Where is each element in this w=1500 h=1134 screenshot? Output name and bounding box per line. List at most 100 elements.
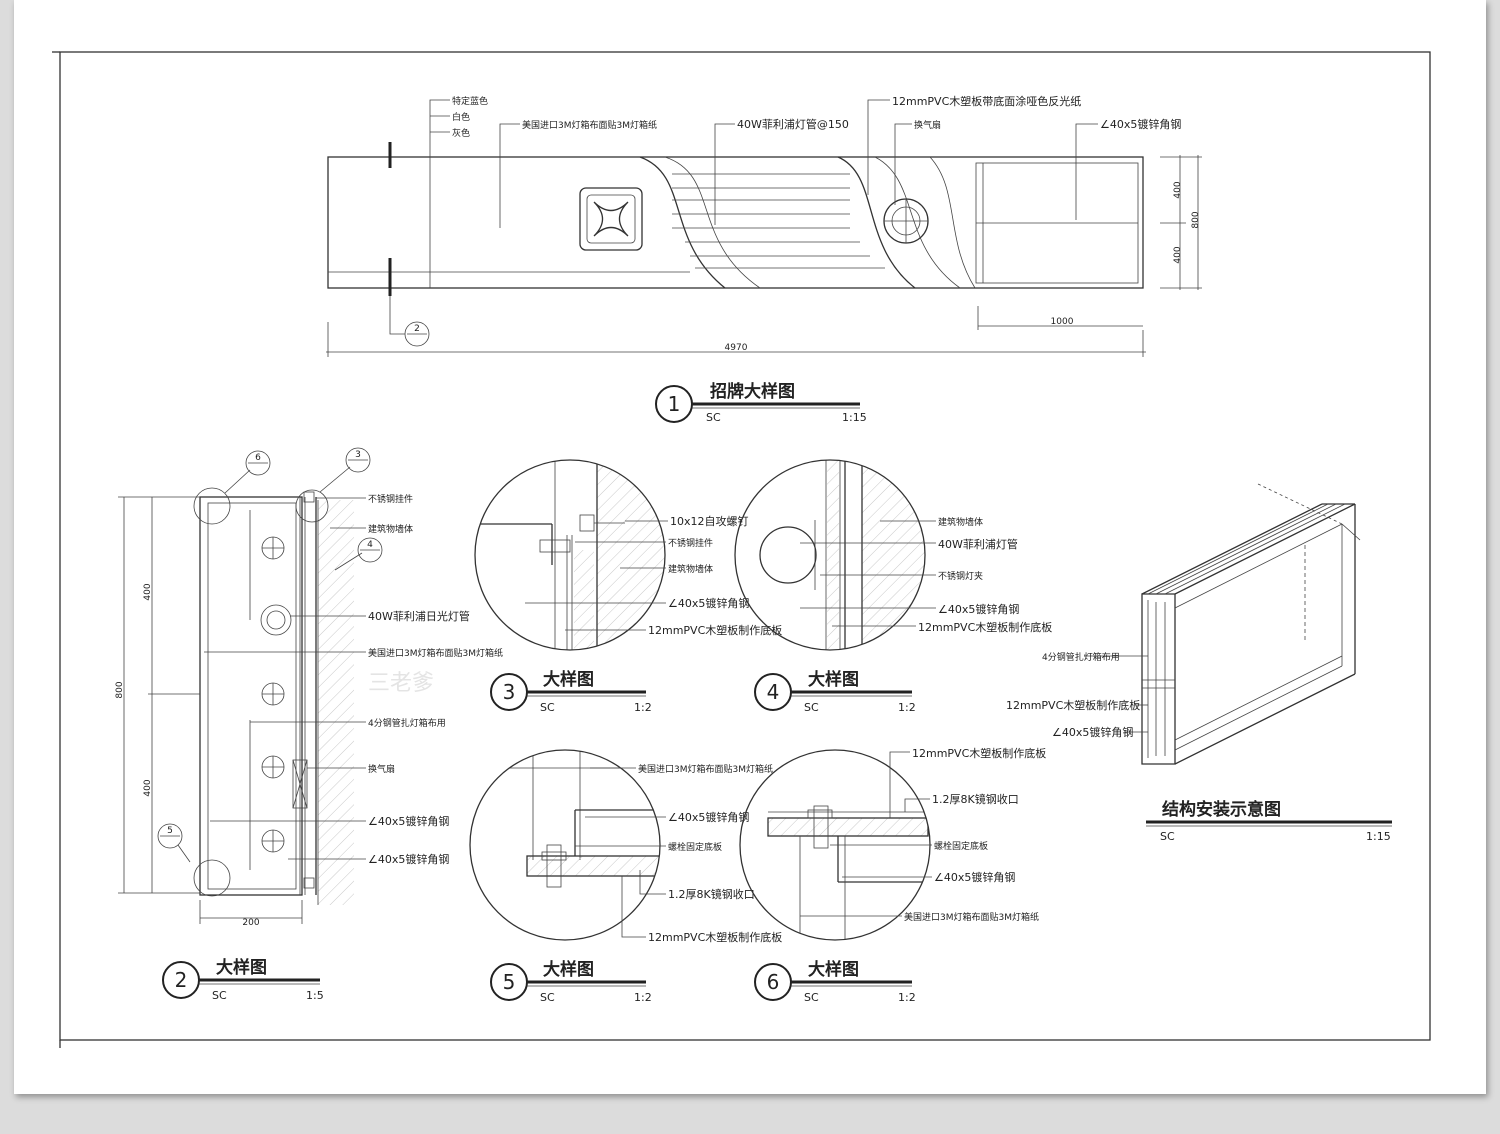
- detail3-number: 3: [503, 680, 516, 704]
- star-emblem: [593, 201, 629, 237]
- structure-title-block: 结构安装示意图 SC 1:15: [1146, 799, 1392, 843]
- detail2-code: SC: [212, 989, 227, 1002]
- detail-circle-6: 12mmPVC木塑板制作底板 1.2厚8K镜钢收口 螺栓固定底板 ∠40x5镀锌…: [739, 746, 1046, 941]
- d5-label-5: 12mmPVC木塑板制作底板: [648, 930, 782, 944]
- label-color1: 特定蓝色: [452, 95, 488, 107]
- d6-label-5: 美国进口3M灯箱布面贴3M灯箱纸: [904, 911, 1039, 923]
- d4-label-5: 12mmPVC木塑板制作底板: [918, 620, 1052, 634]
- dim2-h2: 400: [143, 779, 153, 796]
- callout-5-label: 5: [167, 826, 173, 836]
- detail2-number: 2: [175, 968, 188, 992]
- lamp-tube-circle: [759, 526, 817, 584]
- dim2-w: 200: [242, 918, 259, 928]
- detail5-scale: 1:2: [634, 991, 652, 1004]
- structure-isometric: 4分钢管扎灯箱布用 12mmPVC木塑板制作底板 ∠40x5镀锌角钢: [1006, 483, 1361, 765]
- detail4-scale: 1:2: [898, 701, 916, 714]
- dim2-h1: 400: [143, 583, 153, 600]
- structure-scale: 1:15: [1366, 830, 1391, 843]
- label-vent: 换气扇: [914, 119, 941, 131]
- detail5-number: 5: [503, 970, 516, 994]
- d2-label-2: 建筑物墙体: [368, 523, 413, 535]
- callout-4-label: 4: [367, 540, 373, 550]
- logo-square: [579, 187, 643, 251]
- d3-label-5: 12mmPVC木塑板制作底板: [648, 623, 782, 637]
- dim2-h: 800: [115, 681, 125, 698]
- d3-label-3: 建筑物墙体: [668, 563, 713, 575]
- detail5-title: 大样图: [543, 959, 594, 980]
- d2-label-1: 不锈钢挂件: [368, 493, 413, 505]
- detail3-title: 大样图: [543, 669, 594, 690]
- dim-h: 800: [1191, 211, 1201, 228]
- d4-label-1: 建筑物墙体: [938, 516, 983, 528]
- d5-label-3: 螺栓固定底板: [668, 841, 722, 853]
- d5-label-2: ∠40x5镀锌角钢: [668, 810, 749, 824]
- d3-label-2: 不锈钢挂件: [668, 537, 713, 549]
- cad-drawing: 2 4970 1000 400 400 800 特定蓝色 白色 灰色 美国进口3…: [52, 51, 1431, 1048]
- drawing-frame: [59, 51, 1431, 1041]
- d2-label-6: 换气扇: [368, 763, 395, 775]
- d2-label-4: 美国进口3M灯箱布面贴3M灯箱纸: [368, 647, 503, 659]
- d3-label-1: 10x12自攻螺钉: [670, 514, 749, 528]
- d4-label-4: ∠40x5镀锌角钢: [938, 602, 1019, 616]
- detail6-number: 6: [767, 970, 780, 994]
- drawing-sheet: 2 4970 1000 400 400 800 特定蓝色 白色 灰色 美国进口3…: [14, 0, 1486, 1094]
- detail1-number: 1: [668, 392, 681, 416]
- detail6-scale: 1:2: [898, 991, 916, 1004]
- detail1-title: 招牌大样图: [710, 381, 795, 402]
- label-pvc: 12mmPVC木塑板带底面涂哑色反光纸: [892, 94, 1081, 108]
- detail1-title-block: 1 招牌大样图 SC 1:15: [655, 381, 867, 424]
- struct-label-1: 4分钢管扎灯箱布用: [1042, 651, 1120, 663]
- dim-right: 1000: [1051, 317, 1074, 327]
- detail3-title-block: 3 大样图 SC 1:2: [490, 669, 652, 714]
- detail4-title-block: 4 大样图 SC 1:2: [754, 669, 916, 714]
- struct-label-3: ∠40x5镀锌角钢: [1052, 725, 1133, 739]
- detail6-code: SC: [804, 991, 819, 1004]
- detail5-code: SC: [540, 991, 555, 1004]
- callout-2-label: 2: [414, 324, 420, 334]
- label-lightbox: 美国进口3M灯箱布面贴3M灯箱纸: [522, 119, 657, 131]
- d2-label-3: 40W菲利浦日光灯管: [368, 609, 470, 623]
- dim-h2: 400: [1173, 246, 1183, 263]
- detail-circle-4: 建筑物墙体 40W菲利浦灯管 不锈钢灯夹 ∠40x5镀锌角钢 12mmPVC木塑…: [734, 459, 1052, 651]
- dim-total: 4970: [725, 343, 748, 353]
- detail3-code: SC: [540, 701, 555, 714]
- d4-label-2: 40W菲利浦灯管: [938, 537, 1018, 551]
- detail2-scale: 1:5: [306, 989, 324, 1002]
- signboard-elevation: 2 4970 1000 400 400 800 特定蓝色 白色 灰色 美国进口3…: [326, 94, 1202, 357]
- detail4-title: 大样图: [808, 669, 859, 690]
- d2-label-7: ∠40x5镀锌角钢: [368, 814, 449, 828]
- section-detail-2: 6 3 4 5 400 400 800 200 不锈钢挂件 建筑物墙体 40W菲…: [115, 447, 503, 928]
- d2-label-5: 4分钢管扎灯箱布用: [368, 717, 446, 729]
- d6-label-2: 1.2厚8K镜钢收口: [932, 792, 1019, 806]
- d5-label-1: 美国进口3M灯箱布面贴3M灯箱纸: [638, 763, 773, 775]
- detail3-scale: 1:2: [634, 701, 652, 714]
- detail2-title: 大样图: [216, 957, 267, 978]
- structure-title: 结构安装示意图: [1162, 799, 1281, 820]
- detail6-title: 大样图: [808, 959, 859, 980]
- detail1-code: SC: [706, 411, 721, 424]
- detail4-code: SC: [804, 701, 819, 714]
- detail6-title-block: 6 大样图 SC 1:2: [754, 959, 916, 1004]
- detail4-number: 4: [767, 680, 780, 704]
- callout-6-label: 6: [255, 453, 261, 463]
- detail5-title-block: 5 大样图 SC 1:2: [490, 959, 652, 1004]
- d2-label-8: ∠40x5镀锌角钢: [368, 852, 449, 866]
- dim-h1: 400: [1173, 181, 1183, 198]
- d4-label-3: 不锈钢灯夹: [938, 570, 983, 582]
- d5-label-4: 1.2厚8K镜钢收口: [668, 887, 755, 901]
- label-color3: 灰色: [452, 127, 470, 139]
- d3-label-4: ∠40x5镀锌角钢: [668, 596, 749, 610]
- watermark-text: 三老爹: [368, 671, 434, 696]
- label-tube: 40W菲利浦灯管@150: [737, 117, 849, 131]
- detail-circle-5: 美国进口3M灯箱布面贴3M灯箱纸 ∠40x5镀锌角钢 螺栓固定底板 1.2厚8K…: [469, 749, 782, 944]
- d6-label-3: 螺栓固定底板: [934, 840, 988, 852]
- vent-fan-symbol: [883, 198, 929, 244]
- detail2-title-block: 2 大样图 SC 1:5: [162, 957, 324, 1002]
- label-angle: ∠40x5镀锌角钢: [1100, 117, 1181, 131]
- struct-label-2: 12mmPVC木塑板制作底板: [1006, 698, 1140, 712]
- d6-label-1: 12mmPVC木塑板制作底板: [912, 746, 1046, 760]
- d6-label-4: ∠40x5镀锌角钢: [934, 870, 1015, 884]
- structure-code: SC: [1160, 830, 1175, 843]
- callout-3-label: 3: [355, 450, 361, 460]
- label-color2: 白色: [452, 111, 470, 123]
